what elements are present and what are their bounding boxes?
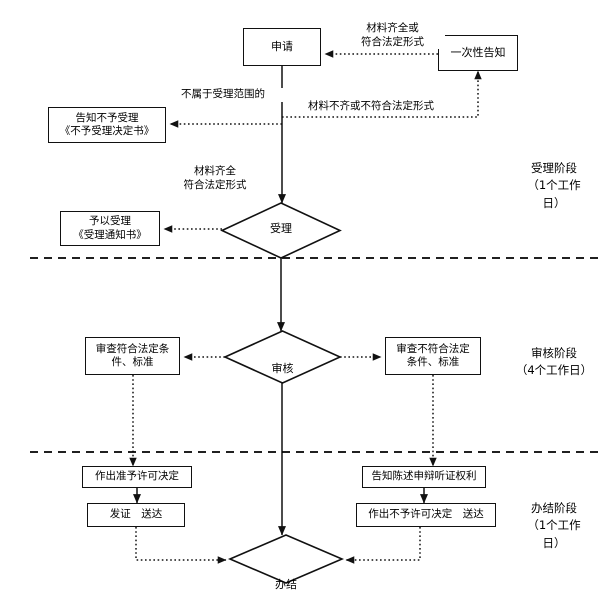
node-apply-label: 申请: [271, 40, 293, 54]
edge-deny-to-complete: [345, 527, 421, 564]
node-deny-decision-label: 作出不予许可决定 送达: [368, 508, 484, 521]
node-accept-notice: 予以受理 《受理通知书》: [60, 211, 160, 246]
node-hearing-rights: 告知陈述申辩听证权利: [362, 466, 486, 488]
node-complete-shape: [227, 534, 345, 584]
label-materials-complete-or-legal: 材料齐全或 符合法定形式: [340, 22, 445, 50]
label-out-of-scope: 不属于受理范围的: [163, 88, 283, 102]
node-grant-decision-label: 作出准予许可决定: [95, 470, 179, 483]
node-complete: 办结: [275, 577, 297, 591]
stage-complete: 办结阶段 （1个工作 日）: [527, 501, 581, 550]
stage-acceptance: 受理阶段 （1个工作 日）: [527, 161, 581, 210]
node-one-time-notice: 一次性告知: [438, 35, 518, 71]
node-review-pass: 审查符合法定条 件、标准: [85, 337, 180, 375]
node-apply: 申请: [243, 28, 321, 66]
node-review-fail-label: 审查不符合法定 条件、标准: [396, 342, 470, 368]
node-grant-decision: 作出准予许可决定: [82, 466, 192, 488]
node-no-accept-notice-label: 告知不予受理 《不予受理决定书》: [59, 111, 155, 137]
node-no-accept-notice: 告知不予受理 《不予受理决定书》: [48, 107, 166, 143]
node-review: 审核: [271, 361, 294, 375]
node-accept-notice-label: 予以受理 《受理通知书》: [73, 215, 147, 241]
label-materials-incomplete: 材料不齐或不符合法定形式: [296, 100, 446, 114]
node-hearing-rights-label: 告知陈述申辩听证权利: [371, 470, 477, 483]
node-issue-deliver-label: 发证 送达: [109, 508, 163, 521]
node-accept: 受理: [270, 221, 292, 235]
stage-review: 审核阶段 （4个工作日）: [515, 346, 593, 378]
edge-issue-to-complete: [135, 527, 227, 564]
node-deny-decision: 作出不予许可决定 送达: [356, 503, 496, 527]
node-one-time-notice-label: 一次性告知: [450, 46, 506, 60]
label-materials-complete: 材料齐全 符合法定形式: [165, 165, 265, 193]
node-review-pass-label: 审查符合法定条 件、标准: [95, 342, 170, 368]
node-review-shape: [223, 330, 342, 384]
node-review-fail: 审查不符合法定 条件、标准: [385, 337, 481, 375]
node-issue-deliver: 发证 送达: [87, 503, 185, 527]
node-accept-shape: [220, 202, 342, 259]
